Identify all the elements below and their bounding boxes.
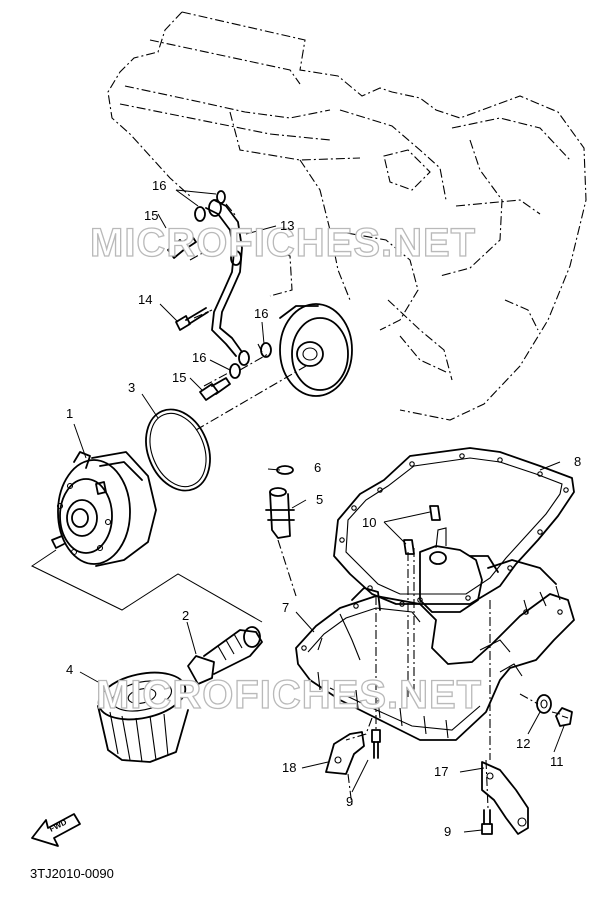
washer-16-lower: [229, 342, 272, 379]
callout-8: 8: [574, 454, 581, 469]
oil-strainer: [419, 527, 499, 613]
callout-1: 1: [66, 406, 73, 421]
callout-17: 17: [434, 764, 448, 779]
callout-12: 12: [516, 736, 530, 751]
callout-16-lower: 16: [192, 350, 206, 365]
cooler-mount-boss: [279, 303, 353, 397]
callout-9-right: 9: [444, 824, 451, 839]
o-ring: [145, 408, 211, 492]
banjo-bolt-15-upper: [167, 235, 197, 259]
bracket-18: [325, 731, 365, 775]
oil-pipe-5: [265, 487, 295, 539]
callout-5: 5: [316, 492, 323, 507]
diagram-code: 3TJ2010-0090: [30, 866, 114, 881]
callout-11: 11: [550, 754, 564, 769]
watermark-text: MICROFICHES.NET: [90, 221, 476, 265]
callout-13: 13: [280, 218, 294, 233]
callout-16-right: 16: [254, 306, 268, 321]
oil-pan: [295, 559, 575, 741]
engine-block-outline: [107, 11, 587, 421]
alignment-lines: [189, 203, 561, 809]
oil-pipe: [205, 199, 250, 366]
callout-2: 2: [182, 608, 189, 623]
drain-bolt-11: [555, 707, 573, 727]
oil-filter-union: [187, 626, 263, 685]
washer-12: [536, 694, 552, 714]
callout-7: 7: [282, 600, 289, 615]
bolt-14: [175, 307, 209, 331]
leader-lines: [73, 189, 565, 833]
callout-9-left: 9: [346, 794, 353, 809]
oil-cooler: [51, 451, 157, 567]
bolt-9-right: [481, 809, 493, 835]
callout-18: 18: [282, 760, 296, 775]
callout-10: 10: [362, 515, 376, 530]
dowel-pin-10-a: [429, 505, 441, 521]
banjo-bolt-15-lower: [199, 377, 231, 401]
callout-15-lower: 15: [172, 370, 186, 385]
dowel-pin-10-b: [403, 539, 415, 555]
washer-16-upper: [194, 190, 226, 222]
callout-4: 4: [66, 662, 73, 677]
oil-filter: [97, 671, 189, 763]
callout-15-upper: 15: [144, 208, 158, 223]
cooler-group-bracket: [30, 549, 263, 623]
callout-6: 6: [314, 460, 321, 475]
callout-3: 3: [128, 380, 135, 395]
bolt-9-left: [371, 729, 381, 759]
callout-16-upper: 16: [152, 178, 166, 193]
callout-14: 14: [138, 292, 152, 307]
watermark-text-lower: MICROFICHES.NET: [96, 673, 482, 717]
fwd-arrow-icon: FWD: [31, 813, 81, 847]
